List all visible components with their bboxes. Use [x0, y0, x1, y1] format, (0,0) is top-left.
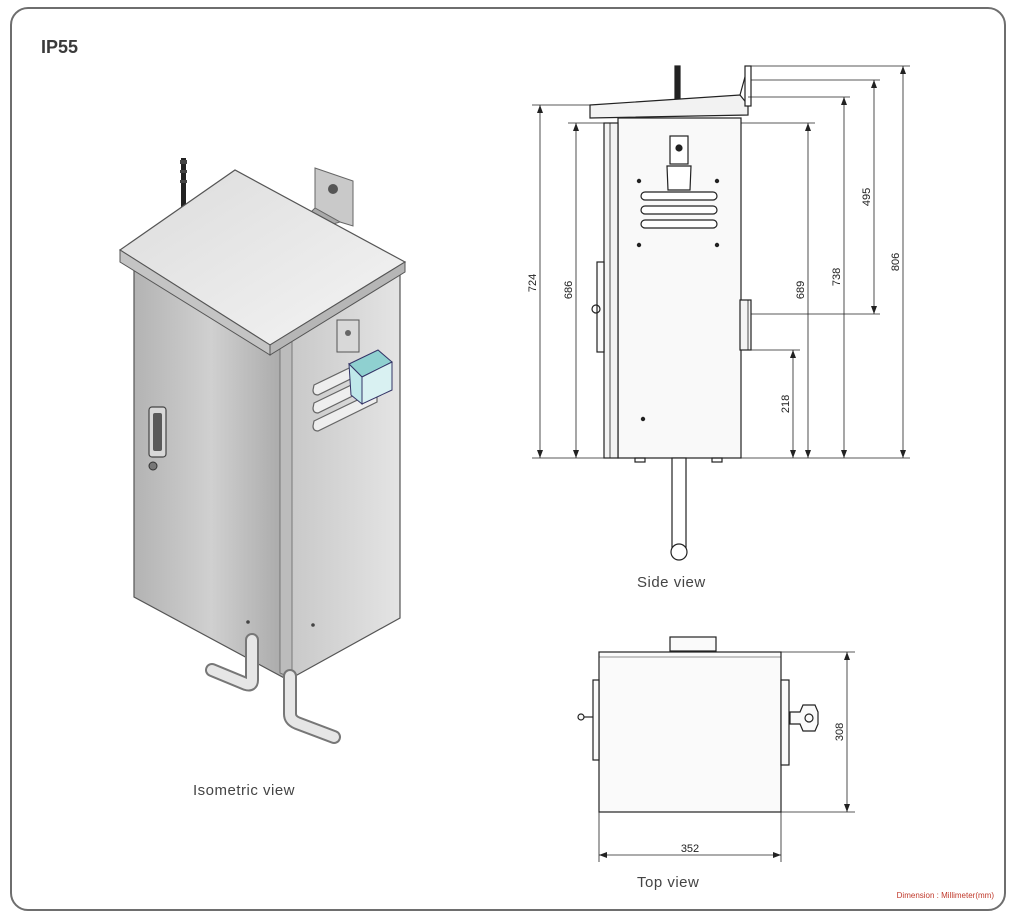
- door-handle: [148, 406, 167, 471]
- dim-806: 806: [890, 253, 902, 271]
- top-view-dimensions: [598, 651, 855, 862]
- dim-308: 308: [834, 723, 846, 741]
- antenna-icon: [180, 158, 187, 216]
- side-view-label: Side view: [637, 574, 706, 591]
- protection-rating: IP55: [41, 37, 79, 57]
- side-view-drawing: [589, 65, 752, 561]
- dim-218: 218: [780, 395, 792, 413]
- cable-pipes: [205, 633, 341, 744]
- dim-686: 686: [563, 281, 575, 299]
- dim-689: 689: [795, 281, 807, 299]
- top-view-drawing: [577, 636, 819, 813]
- side-dimension-labels: 724 686 689 738 806 495 218: [527, 188, 902, 413]
- top-view-label: Top view: [637, 874, 700, 891]
- isometric-view-label: Isometric view: [193, 782, 296, 799]
- dim-352: 352: [681, 843, 699, 855]
- isometric-enclosure: [118, 158, 407, 744]
- mounting-bracket: [309, 167, 354, 227]
- unit-note: Dimension : Millimeter(mm): [896, 891, 994, 900]
- dim-724: 724: [527, 274, 539, 292]
- dim-495: 495: [861, 188, 873, 206]
- filter-cap: [348, 349, 393, 406]
- dim-738: 738: [831, 268, 843, 286]
- side-view-dimensions: [532, 65, 910, 459]
